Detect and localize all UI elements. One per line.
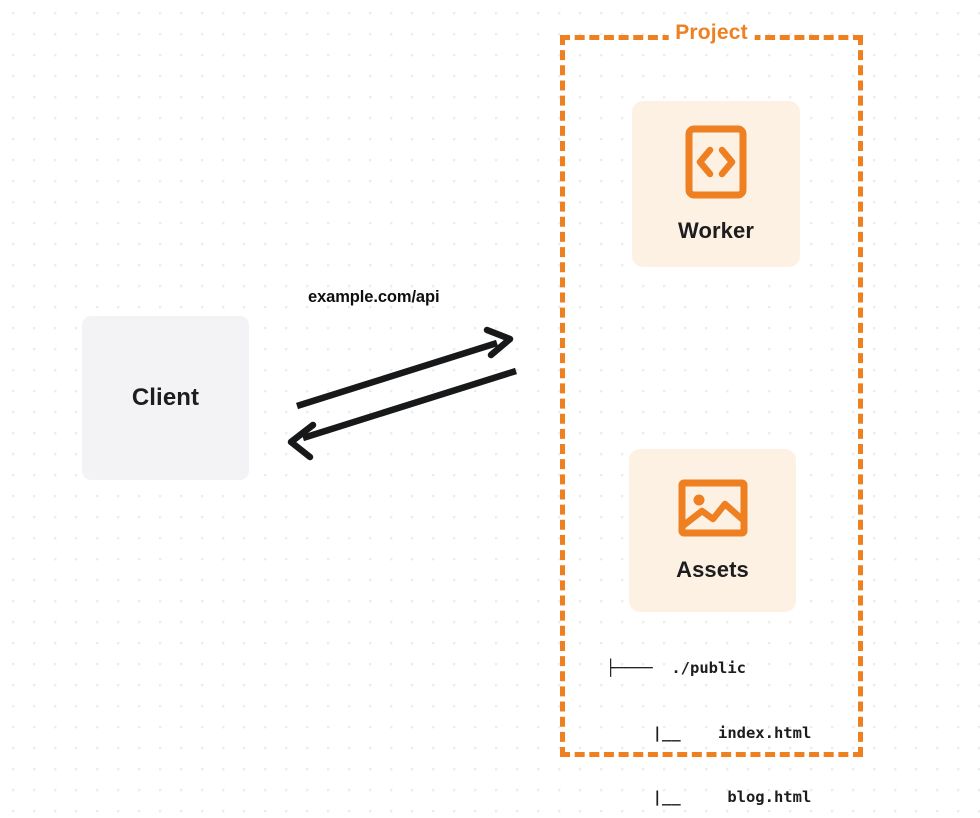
node-worker-label: Worker xyxy=(678,217,754,243)
edge-label-request: example.com/api xyxy=(308,288,440,306)
code-brackets-icon xyxy=(685,125,747,204)
response-arrow xyxy=(287,367,517,461)
project-title-label: Project xyxy=(668,21,755,45)
image-picture-icon xyxy=(678,478,748,543)
node-client-label: Client xyxy=(131,384,200,411)
node-assets[interactable]: Assets xyxy=(629,449,796,612)
file-tree-row: |__ index.html xyxy=(606,723,812,742)
request-arrow xyxy=(296,326,514,410)
node-assets-label: Assets xyxy=(676,557,749,582)
file-tree-row: |__ blog.html xyxy=(606,788,812,806)
assets-file-tree: ├──── ./public |__ index.html |__ blog.h… xyxy=(606,615,856,818)
node-worker[interactable]: Worker xyxy=(632,101,800,267)
file-tree-row: ├──── ./public xyxy=(606,659,746,677)
node-client[interactable]: Client xyxy=(82,316,249,480)
node-project-group[interactable]: Project Worker Assets xyxy=(560,21,863,806)
